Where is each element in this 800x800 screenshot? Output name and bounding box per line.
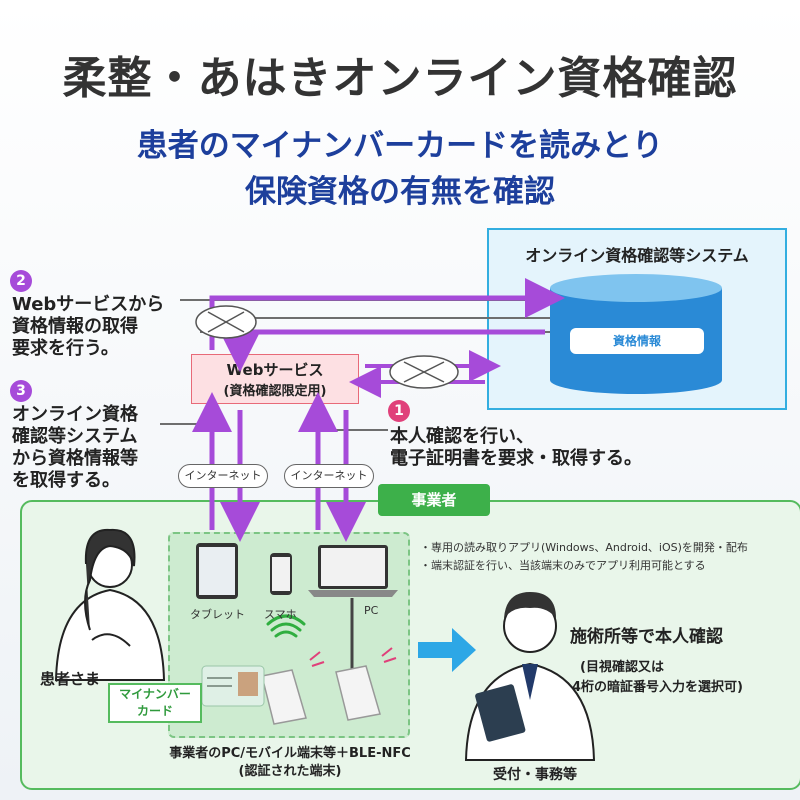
reception-label: 受付・事務等 [493, 767, 577, 783]
phone-label: スマホ [264, 608, 297, 621]
nfc-reader-icon-1 [261, 651, 325, 725]
patient-illustration [54, 528, 166, 681]
step-3-line2: 確認等システム [12, 426, 138, 447]
my-number-label-box [108, 683, 202, 723]
step-1-line2: 電子証明書を要求・取得する。 [390, 448, 642, 469]
router-icon-top [195, 305, 257, 339]
step-3-line4: を取得する。 [12, 470, 120, 491]
provider-badge: 事業者 [378, 484, 490, 516]
subtitle-line1: 患者のマイナンバーカードを読みとり [136, 128, 664, 164]
patient-label: 患者さま [40, 670, 101, 688]
clinic-detail-line2: 4桁の暗証番号入力を選択可) [572, 680, 743, 695]
step-2-line3: 要求を行う。 [12, 338, 119, 359]
internet-label-right: インターネット [284, 464, 374, 488]
step-3-line3: から資格情報等 [12, 448, 138, 469]
nfc-reader-icon-2 [335, 647, 397, 721]
router-icon-mid [389, 355, 459, 389]
subtitle-line2: 保険資格の有無を確認 [245, 174, 555, 210]
my-number-card-icon [201, 665, 265, 707]
my-number-label-line1: マイナンバー [119, 687, 191, 701]
my-number-label-line2: カード [136, 704, 173, 718]
pc-label: PC [364, 604, 379, 617]
step-1-number: 1 [388, 400, 410, 422]
phone-icon [270, 553, 292, 595]
step-2-line1: Webサービスから [12, 294, 165, 315]
terminal-caption-line2: (認証された端末) [238, 764, 342, 779]
tablet-label: タブレット [190, 608, 245, 621]
provider-note-2: ・端末認証を行い、当該端末のみでアプリ利用可能とする [420, 559, 706, 572]
staff-illustration [464, 592, 596, 761]
step-1-line1: 本人確認を行い、 [390, 426, 534, 447]
system-title: オンライン資格確認等システム [525, 246, 749, 265]
wireless-icon [266, 614, 306, 638]
clinic-detail-line1: (目視確認又は [580, 660, 664, 675]
tablet-icon [196, 543, 238, 599]
laptop-icon [308, 545, 398, 597]
flow-arrow-icon [418, 628, 476, 672]
step-3-line1: オンライン資格 [12, 404, 138, 425]
step-2-line2: 資格情報の取得 [12, 316, 138, 337]
step-3-number: 3 [10, 380, 32, 402]
step-2-number: 2 [10, 270, 32, 292]
page-title: 柔整・あはきオンライン資格確認 [62, 53, 738, 104]
db-label: 資格情報 [570, 328, 704, 354]
clinic-title: 施術所等で本人確認 [570, 627, 723, 647]
terminal-caption-line1: 事業者のPC/モバイル端末等＋BLE-NFC [169, 746, 411, 761]
internet-label-left: インターネット [178, 464, 268, 488]
provider-note-1: ・専用の読み取りアプリ(Windows、Android、iOS)を開発・配布 [420, 541, 748, 554]
